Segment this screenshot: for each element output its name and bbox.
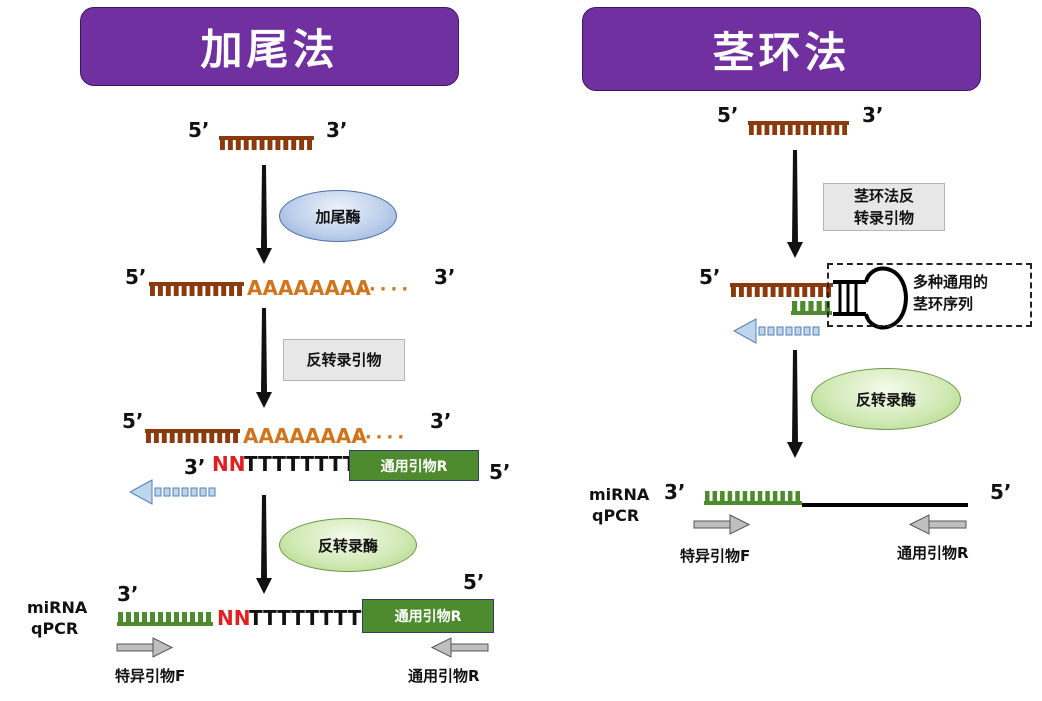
rt-enzyme-bubble: 反转录酶 — [811, 368, 961, 430]
three-prime-label: 3’ — [117, 582, 139, 606]
dots: ····· — [354, 427, 409, 448]
stem-loop-rt-primer-line1: 茎环法反 — [853, 187, 914, 205]
qpcr-label-line1: miRNA — [589, 485, 650, 504]
stem-loop-seq-line2: 茎环序列 — [913, 295, 974, 313]
five-prime-label: 5’ — [990, 480, 1012, 504]
mirna-strand-top-right — [748, 121, 849, 135]
mirna-strand-top-left — [219, 136, 314, 150]
three-prime-label: 3’ — [862, 103, 884, 127]
tailing-enzyme-bubble: 加尾酶 — [279, 190, 397, 242]
dots: ····· — [358, 279, 413, 300]
five-prime-label: 5’ — [717, 103, 739, 127]
down-arrow-icon — [787, 350, 803, 458]
poly-a-tail: AAAAAAAA — [243, 424, 367, 448]
qpcr-label-line2: qPCR — [31, 619, 79, 638]
universal-primer-label: 通用引物R — [408, 667, 480, 685]
three-prime-label: 3’ — [326, 118, 348, 142]
down-arrow-icon — [256, 495, 272, 594]
stem-loop-sequence-box: 多种通用的 茎环序列 — [827, 263, 1032, 327]
universal-primer-label: 通用引物R — [897, 544, 969, 562]
five-prime-label: 5’ — [125, 265, 147, 289]
forward-primer-arrow-icon — [693, 514, 751, 535]
cdna-strand-right — [704, 491, 802, 505]
poly-t: TTTTTTTT — [244, 452, 357, 476]
stemloop-primer-green — [791, 301, 832, 315]
specific-primer-label: 特异引物F — [115, 667, 186, 685]
left-title: 加尾法 — [80, 7, 459, 86]
poly-t: TTTTTTTT — [249, 606, 362, 630]
down-arrow-icon — [787, 150, 803, 258]
reverse-primer-arrow-icon — [430, 637, 489, 658]
five-prime-label: 5’ — [489, 460, 511, 484]
rt-direction-arrow-icon — [732, 318, 820, 344]
universal-primer-box: 通用引物R — [349, 450, 479, 481]
right-title: 茎环法 — [582, 7, 981, 91]
five-prime-label: 5’ — [699, 265, 721, 289]
down-arrow-icon — [256, 165, 272, 264]
stem-loop-rt-primer-line2: 转录引物 — [853, 209, 914, 227]
three-prime-label: 3’ — [184, 455, 206, 479]
five-prime-label: 5’ — [463, 570, 485, 594]
poly-a-tail: AAAAAAAA — [247, 276, 371, 300]
nn-anchor: NN — [212, 452, 246, 476]
three-prime-label: 3’ — [430, 409, 452, 433]
down-arrow-icon — [256, 308, 272, 408]
rt-direction-arrow-icon — [128, 479, 216, 505]
stem-loop-rt-primer-box: 茎环法反 转录引物 — [823, 183, 945, 231]
cdna-strand-left — [117, 612, 213, 626]
rt-enzyme-bubble: 反转录酶 — [279, 518, 417, 572]
qpcr-label-line2: qPCR — [592, 506, 640, 525]
forward-primer-arrow-icon — [116, 637, 174, 658]
five-prime-label: 5’ — [122, 409, 144, 433]
qpcr-label-line1: miRNA — [27, 598, 88, 617]
specific-primer-label: 特异引物F — [680, 547, 751, 565]
reverse-primer-arrow-icon — [908, 514, 967, 535]
nn-anchor: NN — [217, 606, 251, 630]
three-prime-label: 3’ — [434, 265, 456, 289]
mirna-strand-stemloop-right — [730, 283, 833, 297]
universal-primer-box: 通用引物R — [362, 599, 494, 633]
stem-loop-seq-line1: 多种通用的 — [913, 273, 989, 291]
five-prime-label: 5’ — [188, 118, 210, 142]
mirna-strand-rt-left — [145, 429, 240, 443]
mirna-strand-tailed-left — [149, 282, 244, 296]
rt-primer-box: 反转录引物 — [283, 339, 405, 381]
three-prime-label: 3’ — [664, 480, 686, 504]
